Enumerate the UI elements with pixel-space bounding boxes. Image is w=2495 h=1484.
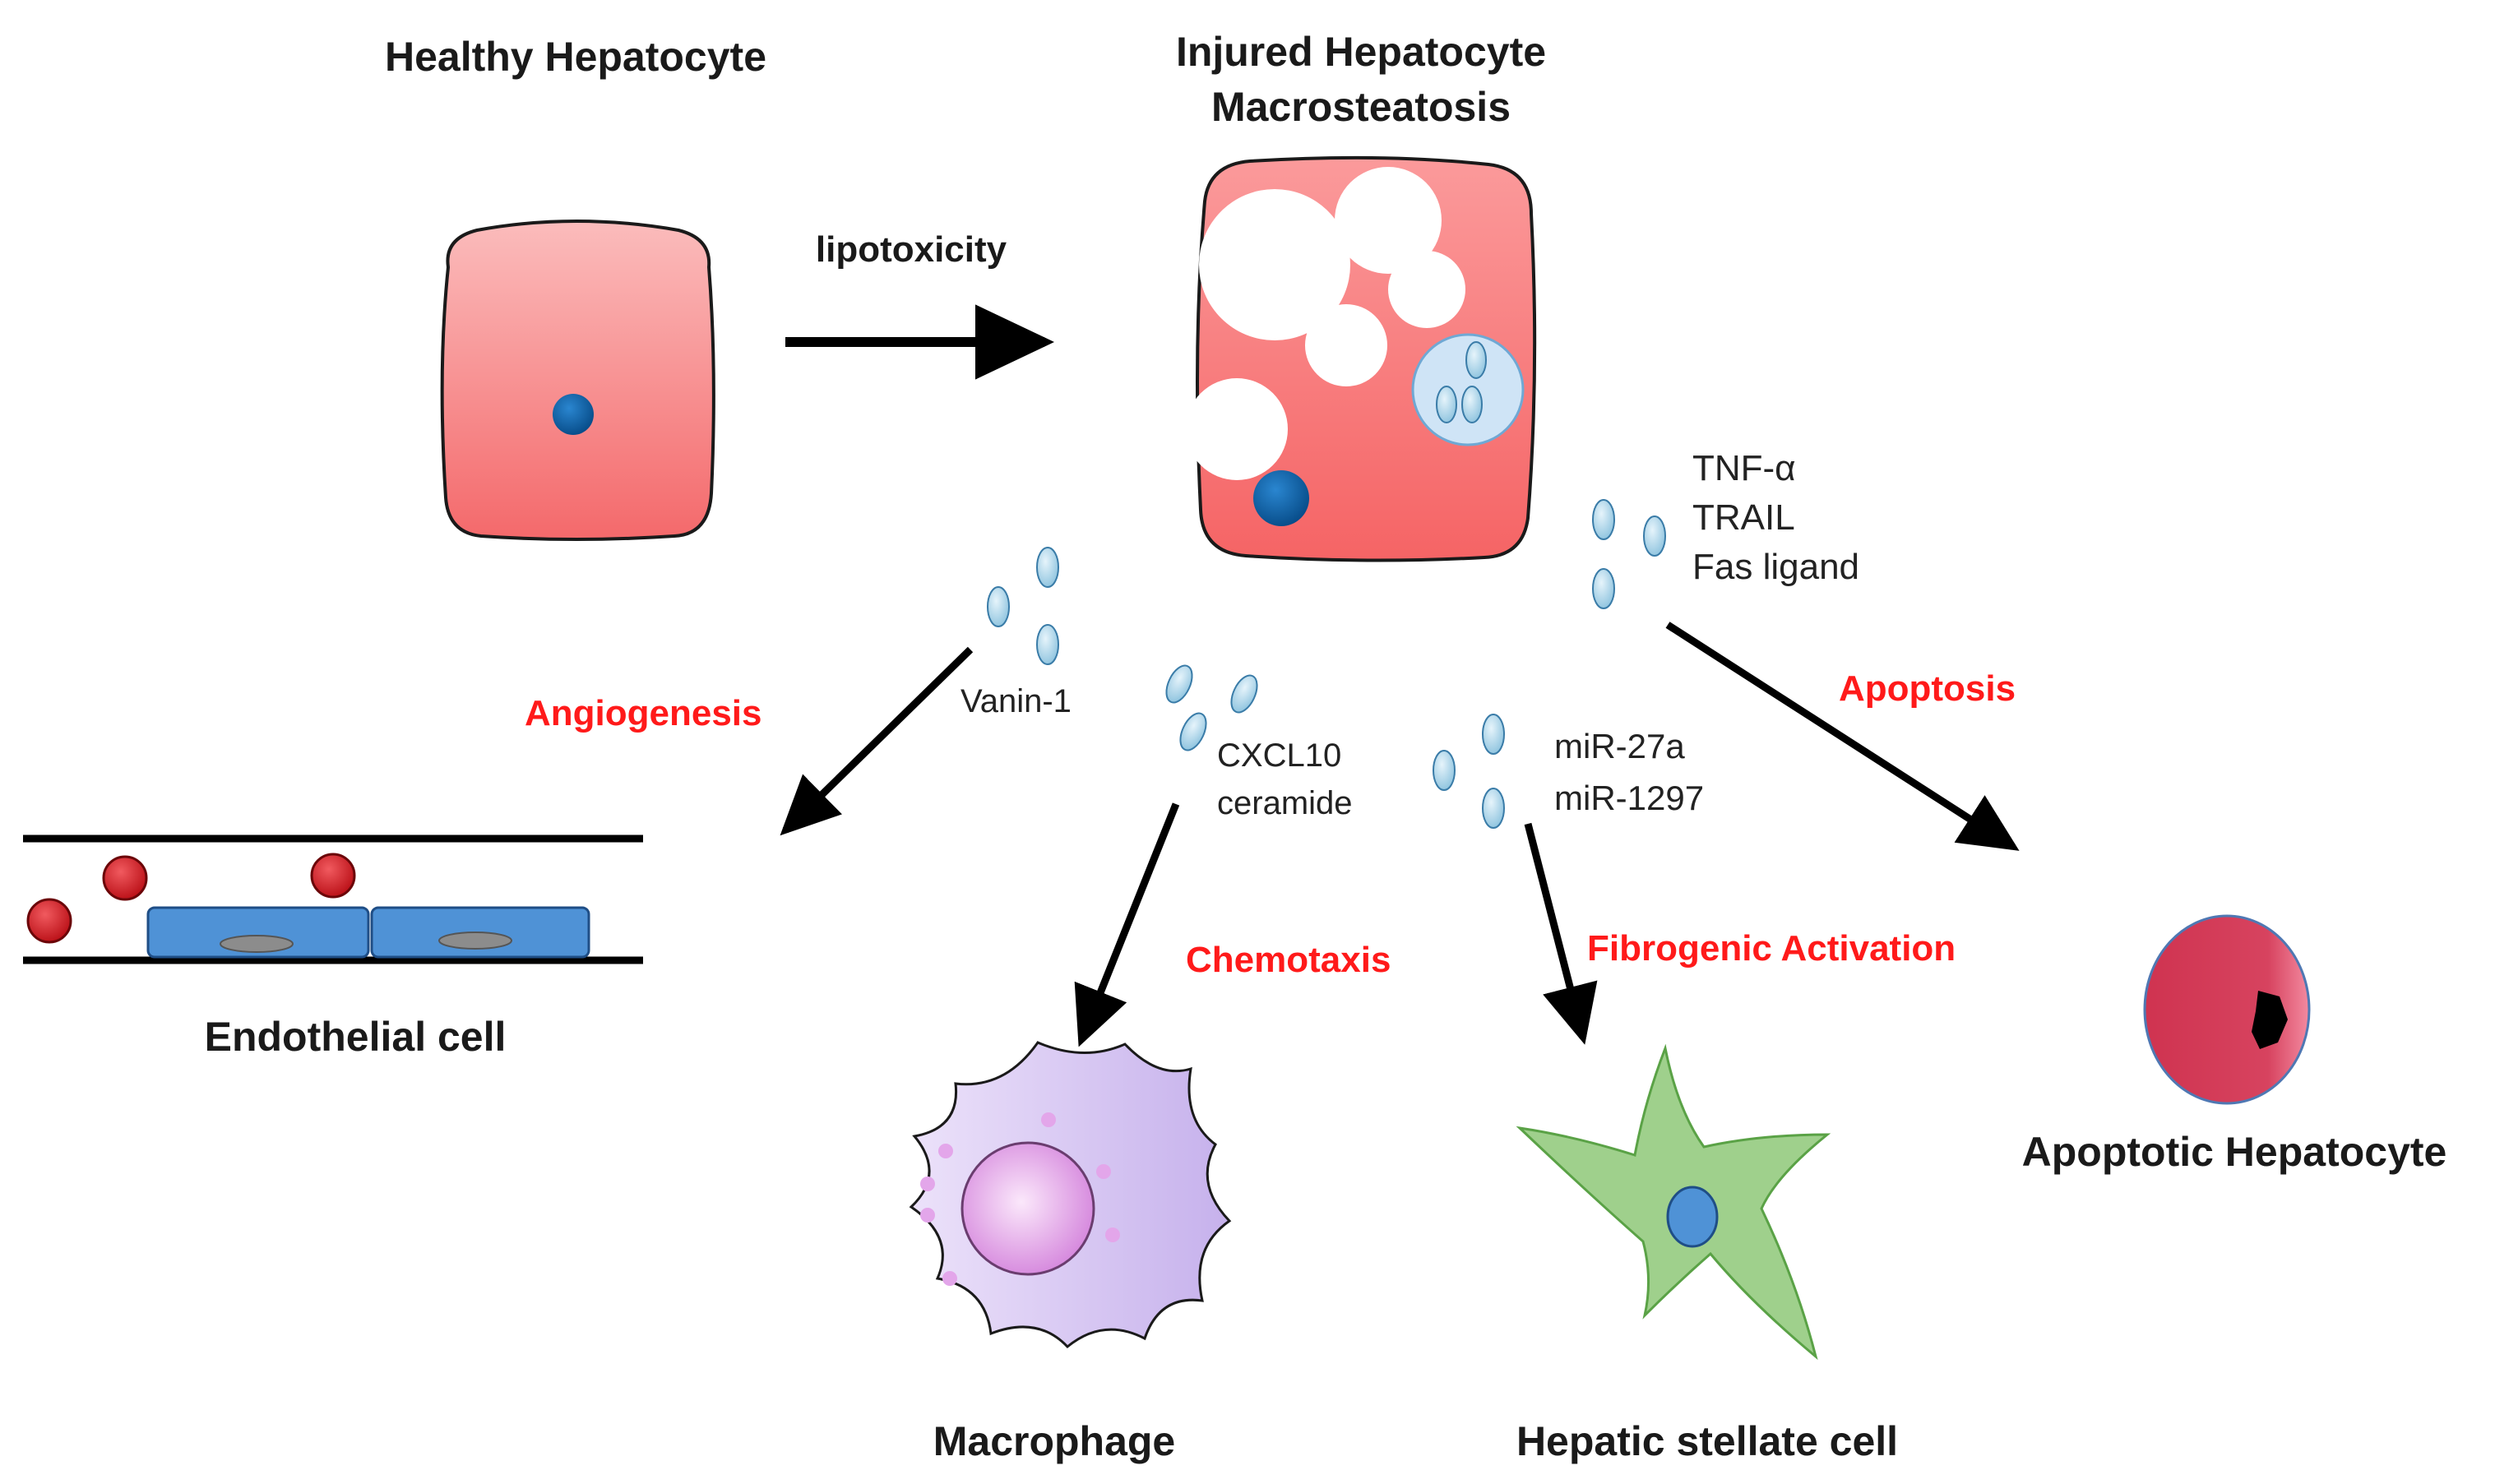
vesicle-icon — [1482, 714, 1505, 755]
trail-label: TRAIL — [1692, 497, 1795, 538]
vesicle-icon — [1482, 788, 1505, 829]
healthy-nucleus — [553, 394, 594, 435]
vesicle-icon — [1643, 515, 1666, 557]
endothelial-nucleus — [220, 935, 294, 953]
lipotoxicity-label: lipotoxicity — [816, 229, 1007, 270]
vanin-vesicles — [987, 547, 1059, 665]
granule — [1041, 1112, 1056, 1127]
apoptotic-hepatocyte — [2143, 914, 2311, 1105]
mir27a-label: miR-27a — [1554, 727, 1685, 765]
endothelial-cell — [23, 834, 643, 964]
hepatic-stellate-cell-label: Hepatic stellate cell — [1516, 1418, 1898, 1464]
cxcl10-vesicles — [1165, 664, 1258, 751]
vesicle-icon — [1465, 341, 1487, 379]
injured-hepatocyte-title: Injured Hepatocyte — [1176, 29, 1546, 75]
ceramide-label: ceramide — [1217, 785, 1353, 821]
death-ligand-vesicles — [1592, 499, 1666, 609]
red-blood-cell — [26, 898, 72, 944]
vesicle-icon — [987, 586, 1010, 627]
granule — [920, 1208, 935, 1223]
injured-hepatocyte — [1186, 155, 1537, 562]
chemotaxis-label: Chemotaxis — [1186, 940, 1391, 980]
lipid-droplet — [1186, 378, 1288, 480]
macrophage — [909, 1041, 1232, 1349]
healthy-hepatocyte — [440, 220, 715, 541]
vesicle-icon — [1461, 386, 1483, 423]
granule — [920, 1177, 935, 1191]
vanin-label: Vanin-1 — [961, 683, 1072, 719]
mirna-vesicles — [1433, 714, 1505, 829]
endothelial-cell-label: Endothelial cell — [205, 1014, 507, 1060]
vesicle-icon — [1036, 624, 1059, 665]
vesicle-icon — [1230, 674, 1258, 714]
red-blood-cell — [310, 853, 356, 899]
fibrogenic-activation-label: Fibrogenic Activation — [1587, 928, 1956, 969]
lipid-droplet — [1335, 167, 1442, 274]
lipid-droplet — [1388, 251, 1465, 328]
angiogenesis-label: Angiogenesis — [525, 693, 762, 733]
vesicle-icon — [1036, 547, 1059, 588]
granule — [938, 1144, 953, 1158]
mir1297-label: miR-1297 — [1554, 779, 1704, 817]
chemotaxis-arrow — [1074, 802, 1180, 1047]
macrophage-label: Macrophage — [933, 1418, 1176, 1464]
injured-nucleus — [1253, 470, 1309, 526]
lipid-droplet — [1305, 304, 1387, 386]
apoptosis-label: Apoptosis — [1839, 668, 2016, 709]
tnf-alpha-label: TNF-α — [1692, 448, 1796, 488]
vesicle-icon — [1592, 568, 1615, 609]
condensed-nucleus — [2252, 991, 2288, 1049]
endothelial-nucleus — [438, 932, 512, 950]
stellate-nucleus — [1666, 1186, 1719, 1248]
macrophage-nucleus — [961, 1141, 1095, 1276]
endothelial-cell-body — [146, 906, 370, 959]
fibrogenic-arrow — [1524, 822, 1598, 1045]
apoptosis-arrow — [1665, 622, 2020, 851]
granule — [1096, 1164, 1111, 1179]
granule — [942, 1271, 957, 1286]
vesicle-icon — [1165, 664, 1193, 704]
red-blood-cell — [102, 855, 148, 901]
granule — [1105, 1227, 1120, 1242]
cxcl10-label: CXCL10 — [1217, 737, 1341, 774]
fas-ligand-label: Fas ligand — [1692, 547, 1859, 587]
macrosteatosis-title: Macrosteatosis — [1211, 84, 1511, 130]
vesicle-icon — [1436, 386, 1457, 423]
lipid-droplet — [1199, 189, 1350, 340]
healthy-hepatocyte-title: Healthy Hepatocyte — [385, 34, 766, 80]
angiogenesis-arrow — [780, 646, 974, 836]
vesicle-icon — [1433, 750, 1456, 791]
hepatic-stellate-cell — [1516, 1043, 1831, 1361]
vesicle-icon — [1592, 499, 1615, 540]
apoptotic-hepatocyte-label: Apoptotic Hepatocyte — [2022, 1129, 2447, 1175]
vesicle-icon — [1179, 712, 1207, 751]
